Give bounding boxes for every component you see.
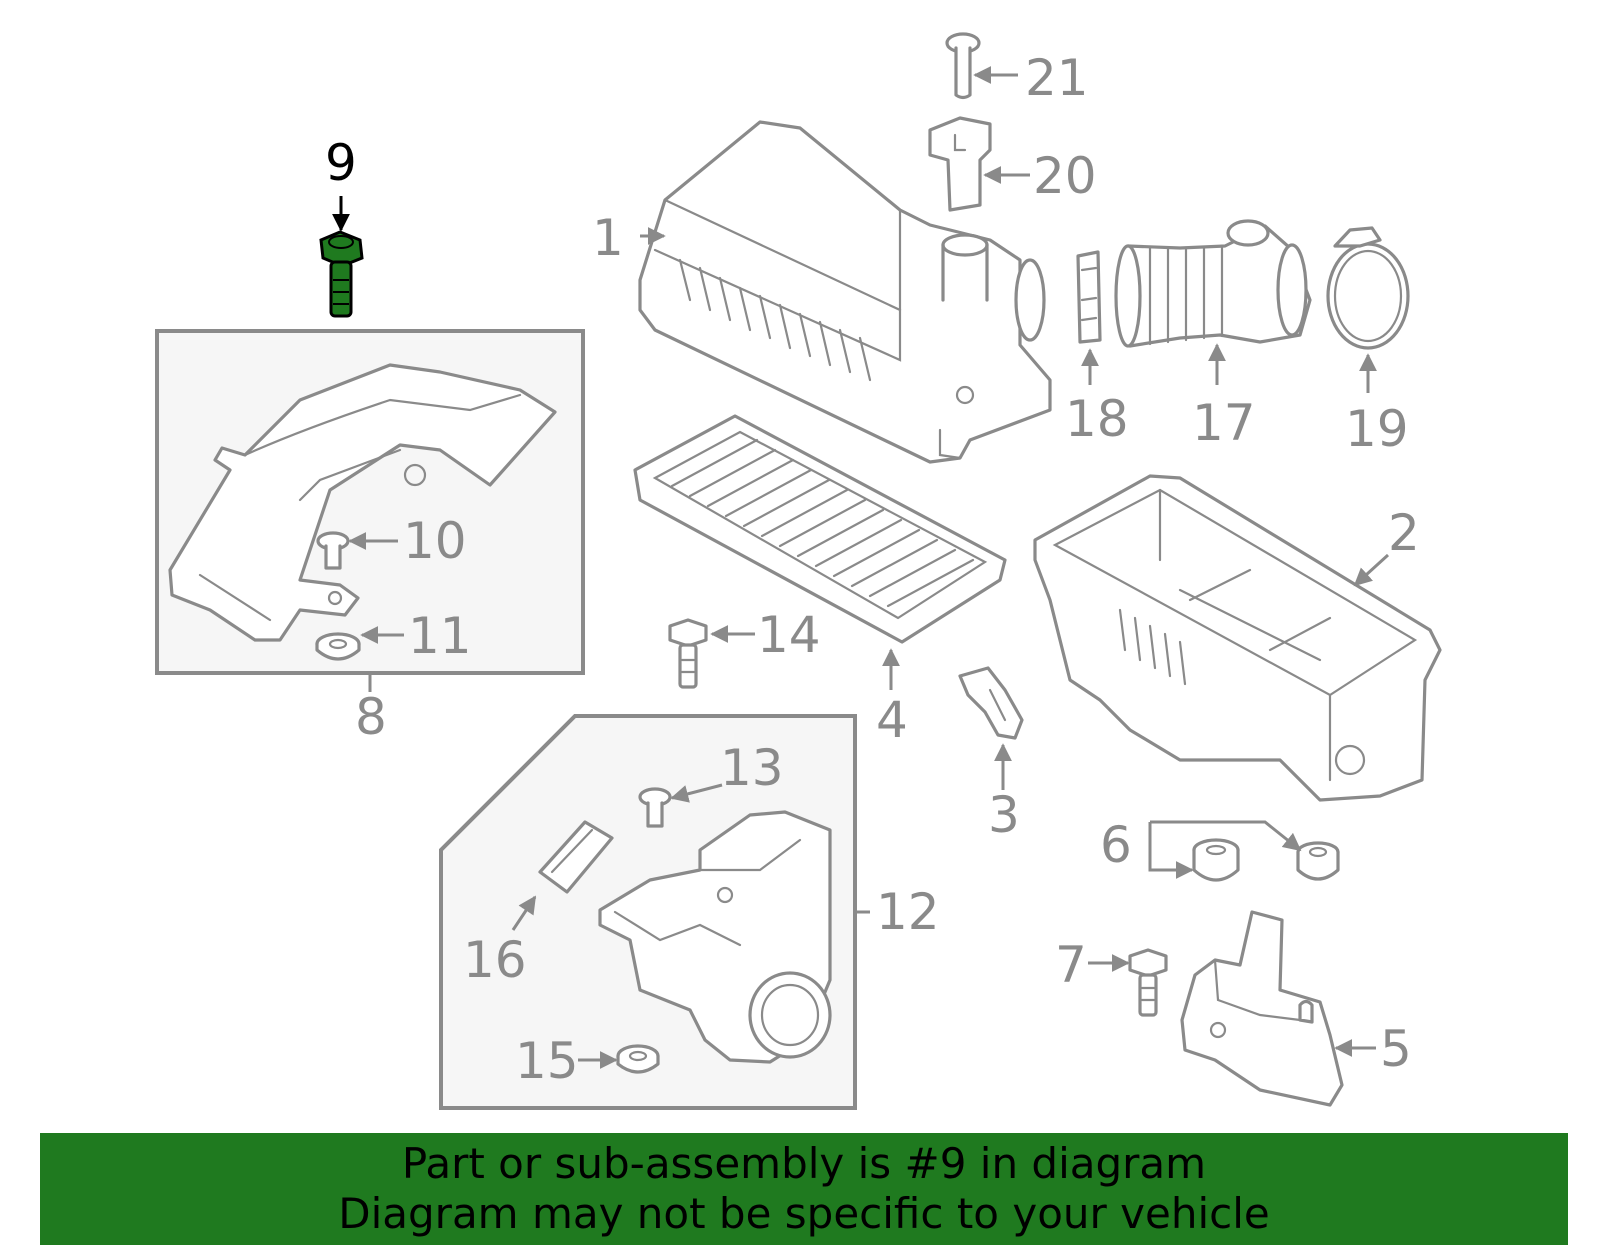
label-16: 16 [463, 931, 527, 989]
label-20: 20 [1033, 147, 1097, 205]
label-5: 5 [1380, 1020, 1412, 1078]
bolt-part-7 [1128, 948, 1168, 1017]
clamp-part-19 [1326, 226, 1410, 350]
grommet-part-15 [616, 1044, 660, 1074]
sensor-part-20 [928, 116, 992, 212]
screw-part-21 [945, 32, 981, 100]
screw-part-13 [638, 787, 672, 828]
label-7: 7 [1055, 936, 1087, 994]
banner-line-1: Part or sub-assembly is #9 in diagram [401, 1139, 1207, 1188]
label-17: 17 [1192, 394, 1256, 452]
throttle-body-part-12 [598, 810, 832, 1064]
label-1: 1 [592, 209, 624, 267]
seal-part-18 [1076, 250, 1102, 344]
info-banner: Part or sub-assembly is #9 in diagram Di… [40, 1133, 1568, 1245]
banner-line-2: Diagram may not be specific to your vehi… [338, 1189, 1270, 1238]
label-4: 4 [876, 691, 908, 749]
label-21: 21 [1025, 49, 1089, 107]
lower-housing-part-2 [1033, 474, 1442, 802]
gasket-part-16 [538, 820, 614, 894]
bolt-9-highlighted [319, 230, 364, 318]
label-14: 14 [757, 606, 821, 664]
pin-10 [316, 531, 350, 570]
bracket-part-5 [1180, 910, 1344, 1107]
label-2: 2 [1388, 504, 1420, 562]
label-19: 19 [1345, 400, 1409, 458]
air-filter-part-4 [633, 414, 1007, 644]
label-3: 3 [988, 786, 1020, 844]
label-9: 9 [325, 134, 357, 192]
grommet-part-6b [1296, 841, 1340, 881]
grommet-11 [315, 632, 361, 661]
label-13: 13 [720, 739, 784, 797]
label-8: 8 [355, 688, 387, 746]
air-duct-part [168, 363, 557, 642]
label-6: 6 [1100, 816, 1132, 874]
label-10: 10 [403, 512, 467, 570]
intake-hose-part-17 [1114, 219, 1312, 348]
grommet-part-6a [1192, 838, 1240, 882]
bolt-part-14 [668, 618, 708, 689]
upper-housing-part-1 [638, 120, 1052, 464]
label-12: 12 [876, 883, 940, 941]
clip-part-3 [958, 666, 1024, 740]
label-15: 15 [515, 1032, 579, 1090]
label-18: 18 [1065, 390, 1129, 448]
label-11: 11 [408, 607, 472, 665]
